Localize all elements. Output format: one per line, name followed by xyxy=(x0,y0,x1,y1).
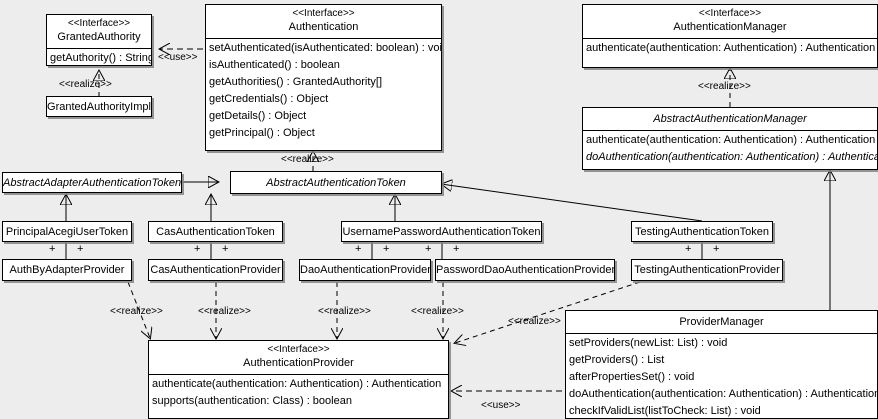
edge-label-realize-granted-authority-impl: <<realize>> xyxy=(59,79,112,90)
method-item: getAuthorities() : GrantedAuthority[] xyxy=(209,76,383,88)
class-name: GrantedAuthority xyxy=(57,31,141,43)
class-password-dao-authentication-provider[interactable]: PasswordDaoAuthenticationProvider xyxy=(435,259,615,281)
class-name: AbstractAuthenticationManager xyxy=(653,113,807,125)
multiplicity-marker: + xyxy=(713,243,720,255)
method-item: isAuthenticated() : boolean xyxy=(209,59,340,71)
class-granted-authority-impl[interactable]: GrantedAuthorityImpl xyxy=(46,96,152,117)
compartment-divider xyxy=(206,38,441,39)
class-header: ProviderManager xyxy=(566,311,877,333)
edge-label-realize-password-dao-provider: <<realize>> xyxy=(411,306,464,317)
class-header: <<Interface>> AuthenticationProvider xyxy=(149,341,448,374)
method-item: supports(authentication: Class) : boolea… xyxy=(152,395,352,407)
class-principal-acegi-user-token[interactable]: PrincipalAcegiUserToken xyxy=(2,221,132,242)
edge-label-use-granted-authority: <<use>> xyxy=(158,52,198,63)
class-authentication-provider[interactable]: <<Interface>> AuthenticationProvider aut… xyxy=(148,340,449,419)
multiplicity-marker: + xyxy=(453,243,460,255)
method-compartment: setAuthenticated(isAuthenticated: boolea… xyxy=(206,39,441,143)
compartment-divider xyxy=(149,374,448,375)
class-auth-by-adapter-provider[interactable]: AuthByAdapterProvider xyxy=(2,259,132,281)
edge-label-realize-abstract-authentication-manager: <<realize>> xyxy=(698,81,751,92)
class-provider-manager[interactable]: ProviderManager setProviders(newList: Li… xyxy=(565,310,878,419)
edge-label-realize-dao-provider: <<realize>> xyxy=(318,306,371,317)
method-item: authenticate(authentication: Authenticat… xyxy=(152,378,442,390)
multiplicity-marker: + xyxy=(355,243,362,255)
method-compartment: authenticate(authentication: Authenticat… xyxy=(583,39,877,58)
class-cas-authentication-token[interactable]: CasAuthenticationToken xyxy=(148,221,283,242)
class-authentication[interactable]: <<Interface>> Authentication setAuthenti… xyxy=(205,4,442,151)
class-testing-authentication-token[interactable]: TestingAuthenticationToken xyxy=(631,221,773,242)
class-header: <<Interface>> GrantedAuthority xyxy=(47,15,151,48)
multiplicity-marker: + xyxy=(194,243,201,255)
method-item: setAuthenticated(isAuthenticated: boolea… xyxy=(209,42,442,54)
multiplicity-marker: + xyxy=(77,243,84,255)
stereotype-label: <<Interface>> xyxy=(292,8,355,19)
multiplicity-marker: + xyxy=(383,243,390,255)
class-dao-authentication-provider[interactable]: DaoAuthenticationProvider xyxy=(299,259,431,281)
class-granted-authority[interactable]: <<Interface>> GrantedAuthority getAuthor… xyxy=(46,14,152,66)
class-cas-authentication-provider[interactable]: CasAuthenticationProvider xyxy=(148,259,283,281)
method-item: afterPropertiesSet() : void xyxy=(569,371,695,383)
class-authentication-manager[interactable]: <<Interface>> AuthenticationManager auth… xyxy=(582,4,878,68)
multiplicity-marker: + xyxy=(685,243,692,255)
class-header: AbstractAuthenticationManager xyxy=(583,108,877,130)
compartment-divider xyxy=(583,38,877,39)
edge-label-realize-cas-provider: <<realize>> xyxy=(198,306,251,317)
edge-label-use-provider-manager: <<use>> xyxy=(481,400,521,411)
method-compartment: getAuthority() : String xyxy=(47,49,152,65)
class-abstract-authentication-token[interactable]: AbstractAuthenticationToken xyxy=(230,171,442,194)
method-item: authenticate(authentication: Authenticat… xyxy=(586,42,876,54)
multiplicity-marker: + xyxy=(425,243,432,255)
method-item: getAuthority() : String xyxy=(50,52,152,64)
compartment-divider xyxy=(47,48,151,49)
class-testing-authentication-provider[interactable]: TestingAuthenticationProvider xyxy=(631,259,783,281)
multiplicity-marker: + xyxy=(49,243,56,255)
method-item: setProviders(newList: List) : void xyxy=(569,337,728,349)
method-item: getDetails() : Object xyxy=(209,110,307,122)
class-name: ProviderManager xyxy=(679,316,764,328)
edge-label-realize-auth-by-adapter-provider: <<realize>> xyxy=(110,306,163,317)
method-item: getCredentials() : Object xyxy=(209,93,329,105)
stereotype-label: <<Interface>> xyxy=(67,18,131,29)
method-item: authenticate(authentication: Authenticat… xyxy=(586,134,876,146)
class-header: <<Interface>> AuthenticationManager xyxy=(583,5,877,38)
class-abstract-authentication-manager[interactable]: AbstractAuthenticationManager authentica… xyxy=(582,107,878,170)
class-name: AuthenticationManager xyxy=(673,21,787,33)
compartment-divider xyxy=(566,333,877,334)
multiplicity-marker: + xyxy=(222,243,229,255)
method-compartment: authenticate(authentication: Authenticat… xyxy=(583,131,877,167)
method-item: getProviders() : List xyxy=(569,354,665,366)
class-name: AuthenticationProvider xyxy=(243,357,354,369)
method-compartment: authenticate(authentication: Authenticat… xyxy=(149,375,448,411)
method-item: checkIfValidList(listToCheck: List) : vo… xyxy=(569,405,761,417)
class-name: Authentication xyxy=(288,21,359,33)
stereotype-label: <<Interface>> xyxy=(267,344,330,355)
edge-label-realize-testing-provider: <<realize>> xyxy=(508,316,561,327)
method-item: doAuthentication(authentication: Authent… xyxy=(586,151,878,163)
class-header: <<Interface>> Authentication xyxy=(206,5,441,38)
class-abstract-adapter-authentication-token[interactable]: AbstractAdapterAuthenticationToken xyxy=(2,172,182,193)
edge-label-realize-abstract-authentication-token: <<realize>> xyxy=(281,154,334,165)
method-item: getPrincipal() : Object xyxy=(209,127,315,139)
method-item: doAuthentication(authentication: Authent… xyxy=(569,388,878,400)
method-compartment: setProviders(newList: List) : void getPr… xyxy=(566,334,878,418)
class-username-password-authentication-token[interactable]: UsernamePasswordAuthenticationToken xyxy=(341,221,542,242)
compartment-divider xyxy=(583,130,877,131)
stereotype-label: <<Interface>> xyxy=(698,8,762,19)
